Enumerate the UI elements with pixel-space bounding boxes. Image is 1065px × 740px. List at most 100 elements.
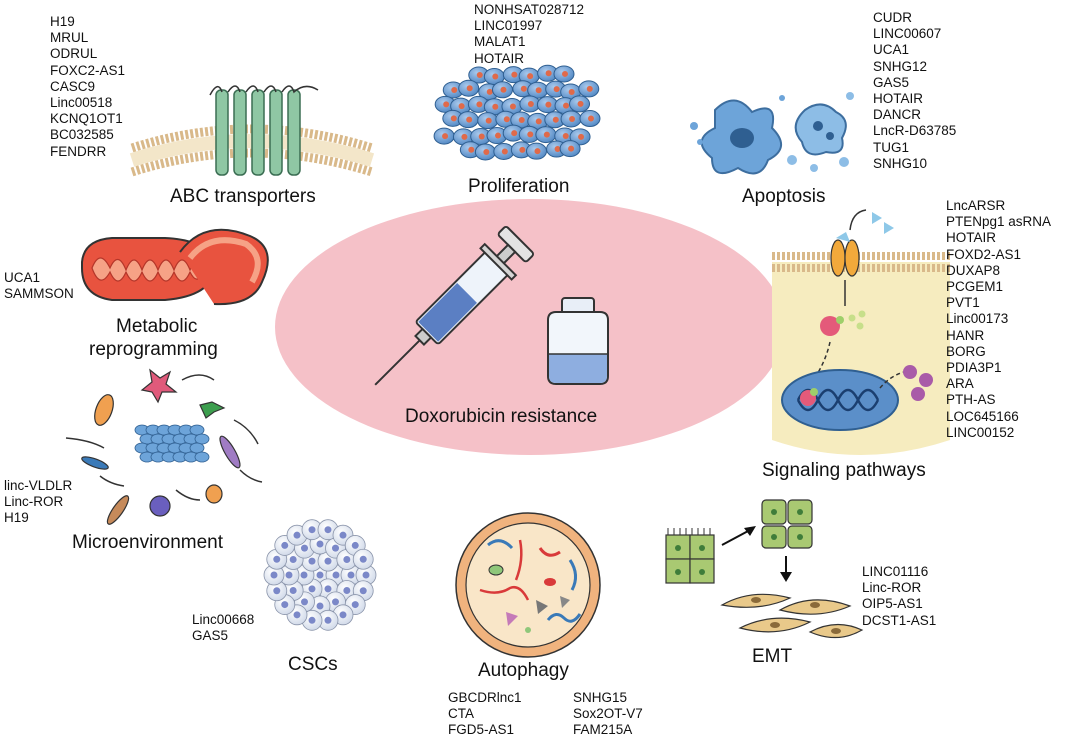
gene-label: PTENpg1 asRNA	[946, 214, 1052, 230]
cell-nucleus	[442, 133, 449, 140]
gene-label: DANCR	[873, 107, 922, 123]
tumor-cell	[189, 424, 205, 436]
stem-cell-nucleus	[343, 587, 351, 594]
cell-nucleus	[466, 85, 473, 92]
stem-cell-nucleus	[301, 544, 308, 552]
gene-label: UCA1	[4, 270, 41, 285]
stem-cell-nucleus	[301, 598, 308, 606]
stem-cell-nucleus	[324, 526, 332, 534]
stem-cell-nucleus	[359, 555, 367, 563]
stem-cell-nucleus	[289, 556, 297, 563]
gene-label: MALAT1	[474, 34, 526, 50]
cell-nucleus	[562, 132, 569, 139]
stem-cell-nucleus	[359, 587, 367, 595]
gene-label: LINC01997	[474, 18, 543, 34]
cell-nucleus	[578, 133, 585, 140]
gene-label: CUDR	[873, 10, 912, 25]
gene-label: Linc-ROR	[4, 494, 64, 510]
signaling-title: Signaling pathways	[762, 460, 926, 481]
proliferation-title: Proliferation	[468, 176, 570, 197]
stem-cell-nucleus	[339, 531, 347, 539]
stem-cell-nucleus	[285, 571, 293, 579]
gene-label: LINC00152	[946, 424, 1015, 440]
cell-nucleus	[527, 100, 534, 107]
cell-nucleus	[561, 70, 568, 77]
gene-label: KCNQ1OT1	[50, 111, 123, 127]
gene-label: FGD5-AS1	[448, 722, 515, 738]
cell-nucleus	[553, 86, 560, 93]
cell-nucleus	[587, 115, 594, 122]
gene-label: DUXAP8	[946, 262, 1001, 278]
microenvironment-illustration	[65, 368, 263, 525]
cell-nucleus	[503, 116, 510, 123]
stem-cell-nucleus	[293, 611, 301, 619]
stem-cell-nucleus	[308, 585, 316, 593]
cell-nucleus	[509, 103, 516, 110]
cell-nucleus	[563, 102, 570, 109]
stem-cell-nucleus	[281, 541, 289, 549]
abc-transporter-illustration	[129, 85, 375, 177]
abc-title: ABC transporters	[170, 186, 316, 207]
cell-nucleus	[485, 117, 492, 124]
gene-label: HANR	[946, 327, 985, 343]
stem-cell-nucleus	[316, 540, 324, 548]
cell-nucleus	[458, 103, 465, 110]
cell-nucleus	[545, 70, 552, 77]
gene-label: Linc00518	[50, 95, 113, 111]
cell-nucleus	[476, 72, 483, 79]
gene-label: NONHSAT028712	[474, 2, 585, 17]
gene-label: PCGEM1	[946, 279, 1004, 295]
cell-nucleus	[483, 148, 490, 155]
stem-cell-nucleus	[332, 544, 339, 552]
cell-nucleus	[534, 148, 541, 155]
cell-nucleus	[494, 132, 501, 139]
gene-label: DCST1-AS1	[862, 612, 937, 628]
gene-label: H19	[4, 510, 29, 526]
gene-label: LOC645166	[946, 408, 1019, 424]
cell-nucleus	[577, 100, 584, 107]
cell-nucleus	[478, 133, 485, 140]
tumor-cell	[194, 451, 210, 463]
gene-label: MRUL	[50, 30, 89, 46]
gene-label: CTA	[448, 706, 474, 722]
stem-cell-nucleus	[289, 587, 297, 594]
cell-nucleus	[518, 116, 525, 123]
stem-cell-nucleus	[308, 526, 316, 534]
stem-cell-nucleus	[332, 598, 339, 606]
stem-cell-nucleus	[273, 587, 281, 595]
cscs-title: CSCs	[288, 654, 338, 675]
apoptosis-cell-illustration	[690, 92, 854, 175]
stem-cell-nucleus	[324, 616, 332, 624]
cell-nucleus	[501, 148, 508, 155]
stem-cell-nucleus	[316, 602, 324, 610]
gene-label: Sox2OT-V7	[573, 706, 643, 722]
vial-icon	[547, 297, 609, 385]
gene-label: UCA1	[873, 42, 910, 58]
gene-label: ODRUL	[50, 46, 98, 62]
stem-cell-nucleus	[293, 531, 301, 539]
stem-cell-nucleus	[281, 601, 289, 609]
cell-nucleus	[461, 133, 468, 140]
gene-label: HOTAIR	[946, 230, 996, 246]
gene-label: BORG	[946, 343, 986, 359]
cell-nucleus	[568, 145, 575, 152]
cell-nucleus	[451, 86, 458, 93]
stem-cell-nucleus	[273, 555, 281, 563]
gene-label: SAMMSON	[4, 286, 74, 302]
cell-nucleus	[492, 103, 499, 110]
gene-label: GAS5	[192, 628, 229, 644]
tumor-cell	[189, 442, 205, 454]
center-ellipse	[275, 199, 785, 455]
proliferation-cells-illustration	[433, 64, 601, 161]
stem-cell-nucleus	[324, 557, 332, 565]
stem-cell-nucleus	[362, 571, 370, 579]
mitochondria-illustration	[81, 228, 269, 306]
cscs-cluster-illustration	[263, 519, 377, 631]
